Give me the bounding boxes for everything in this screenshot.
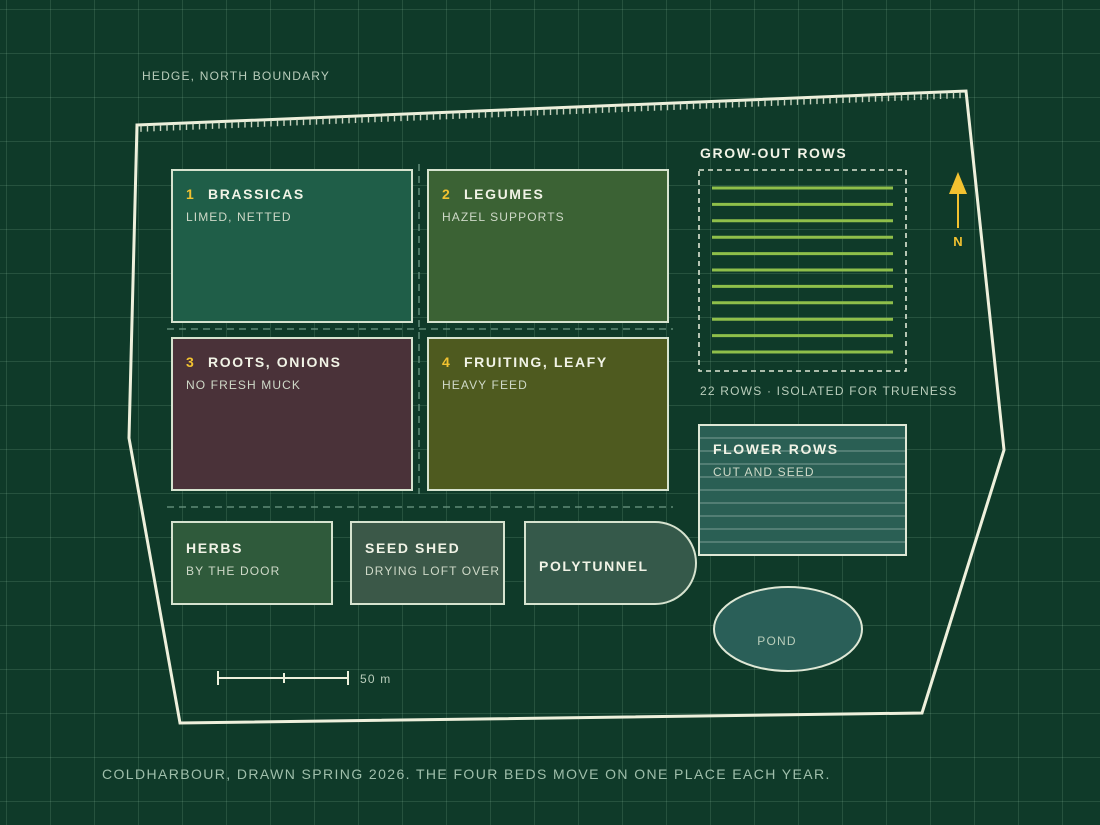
map-caption: COLDHARBOUR, DRAWN SPRING 2026. THE FOUR… [102,766,831,782]
flower-rows-title: FLOWER ROWS [713,441,839,457]
grow-out-row-lines [712,186,893,354]
flower-row-lines [700,437,905,543]
bed-number: 2 [442,186,450,202]
hedge-label: HEDGE, NORTH BOUNDARY [142,69,330,83]
flower-rows[interactable]: FLOWER ROWS CUT AND SEED [698,424,907,556]
bed-title: FRUITING, LEAFY [464,354,608,370]
seed-shed-subtitle: DRYING LOFT OVER [365,564,500,578]
north-label: N [953,234,962,249]
bed-title: ROOTS, ONIONS [208,354,342,370]
seed-shed-title: SEED SHED [365,540,460,556]
bed-number: 3 [186,354,194,370]
bed-legumes[interactable]: 2 LEGUMES HAZEL SUPPORTS [427,169,669,323]
bed-number: 1 [186,186,194,202]
bed-dividers [167,164,673,508]
bed-brassicas[interactable]: 1 BRASSICAS LIMED, NETTED [171,169,413,323]
bed-subtitle: HEAVY FEED [442,378,528,392]
grow-out-rows[interactable]: GROW-OUT ROWS 22 ROWS · ISOLATED FOR TRU… [698,145,957,398]
site-boundary [127,89,1006,725]
pond-label: POND [757,634,796,648]
scale-bar [217,671,349,685]
herbs-title: HERBS [186,540,243,556]
bed-roots-onions[interactable]: 3 ROOTS, ONIONS NO FRESH MUCK [171,337,413,491]
polytunnel[interactable]: POLYTUNNEL [524,521,697,605]
pond[interactable]: POND [713,586,863,672]
polytunnel-title: POLYTUNNEL [539,558,649,574]
bed-fruiting-leafy[interactable]: 4 FRUITING, LEAFY HEAVY FEED [427,337,669,491]
bed-subtitle: LIMED, NETTED [186,210,292,224]
herbs-bed[interactable]: HERBS BY THE DOOR [171,521,333,605]
bed-title: BRASSICAS [208,186,305,202]
bed-title: LEGUMES [464,186,544,202]
bed-subtitle: NO FRESH MUCK [186,378,301,392]
bed-number: 4 [442,354,450,370]
grow-out-title: GROW-OUT ROWS [700,145,847,161]
north-arrow: N [949,172,967,249]
hedge-ticks [140,92,961,132]
scale-bar-label: 50 m [360,672,391,686]
north-arrow-icon [949,172,967,194]
herbs-subtitle: BY THE DOOR [186,564,280,578]
seed-shed[interactable]: SEED SHED DRYING LOFT OVER [350,521,505,605]
flower-rows-subtitle: CUT AND SEED [713,465,815,479]
bed-subtitle: HAZEL SUPPORTS [442,210,565,224]
grow-out-note: 22 ROWS · ISOLATED FOR TRUENESS [700,384,957,398]
